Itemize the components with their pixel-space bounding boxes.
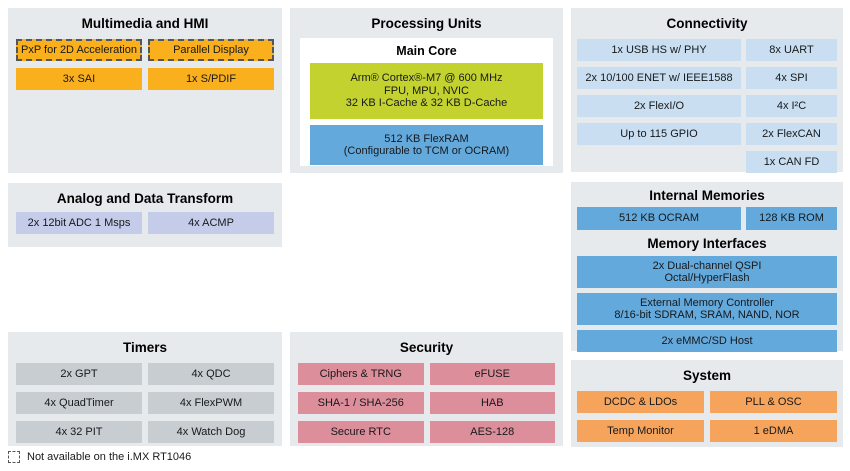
multimedia-grid: PxP for 2D Acceleration Parallel Display… — [16, 39, 274, 90]
feature-block-gpio: Up to 115 GPIO — [577, 123, 741, 145]
feature-block-quadtimer: 4x QuadTimer — [16, 392, 142, 414]
panel-multimedia-hmi: Multimedia and HMI PxP for 2D Accelerati… — [8, 8, 282, 173]
feature-block-pit: 4x 32 PIT — [16, 421, 142, 443]
feature-block-hab: HAB — [429, 392, 555, 414]
feature-block-uart: 8x UART — [746, 39, 837, 61]
feature-block-flexram: 512 KB FlexRAM (Configurable to TCM or O… — [310, 125, 543, 165]
feature-block-canfd: 1x CAN FD — [746, 151, 837, 173]
footnote-text: Not available on the i.MX RT1046 — [27, 451, 192, 463]
feature-block-flexcan: 2x FlexCAN — [746, 123, 837, 145]
internal-memories-grid: 512 KB OCRAM 128 KB ROM — [577, 207, 837, 230]
security-grid: Ciphers & TRNG eFUSE SHA-1 / SHA-256 HAB… — [298, 363, 555, 443]
feature-block-i2c: 4x I²C — [746, 95, 837, 117]
feature-block-edma: 1 eDMA — [710, 420, 837, 442]
panel-memories: Internal Memories 512 KB OCRAM 128 KB RO… — [571, 182, 843, 352]
feature-block-spi: 4x SPI — [746, 67, 837, 89]
panel-title-security: Security — [399, 340, 454, 355]
feature-block-temp-monitor: Temp Monitor — [577, 420, 704, 442]
panel-analog-data-transform: Analog and Data Transform 2x 12bit ADC 1… — [8, 183, 282, 247]
feature-block-parallel-display: Parallel Display — [148, 39, 274, 61]
panel-title-timers: Timers — [122, 340, 168, 355]
feature-block-adc: 2x 12bit ADC 1 Msps — [16, 212, 142, 234]
feature-block-external-memory-controller: External Memory Controller 8/16-bit SDRA… — [577, 293, 837, 325]
dashed-legend-icon — [8, 451, 20, 463]
feature-block-ciphers-trng: Ciphers & TRNG — [298, 363, 424, 385]
feature-block-emmc-sd: 2x eMMC/SD Host — [577, 330, 837, 352]
panel-connectivity: Connectivity 1x USB HS w/ PHY 8x UART 2x… — [571, 8, 843, 173]
panel-system: System DCDC & LDOs PLL & OSC Temp Monito… — [571, 360, 843, 447]
system-grid: DCDC & LDOs PLL & OSC Temp Monitor 1 eDM… — [577, 391, 837, 442]
feature-block-watchdog: 4x Watch Dog — [148, 421, 274, 443]
feature-block-sha: SHA-1 / SHA-256 — [298, 392, 424, 414]
feature-block-rom: 128 KB ROM — [746, 207, 837, 230]
memory-interfaces-stack: 2x Dual-channel QSPI Octal/HyperFlash Ex… — [577, 256, 837, 352]
feature-block-cortex-m7: Arm® Cortex®-M7 @ 600 MHz FPU, MPU, NVIC… — [310, 63, 543, 119]
panel-title-connectivity: Connectivity — [666, 16, 748, 31]
connectivity-grid: 1x USB HS w/ PHY 8x UART 2x 10/100 ENET … — [577, 39, 837, 173]
feature-block-qdc: 4x QDC — [148, 363, 274, 385]
panel-timers: Timers 2x GPT 4x QDC 4x QuadTimer 4x Fle… — [8, 332, 282, 446]
feature-block-efuse: eFUSE — [429, 363, 555, 385]
analog-grid: 2x 12bit ADC 1 Msps 4x ACMP — [16, 212, 274, 234]
feature-block-enet: 2x 10/100 ENET w/ IEEE1588 — [577, 67, 741, 89]
feature-block-spdif: 1x S/PDIF — [148, 68, 274, 90]
timers-grid: 2x GPT 4x QDC 4x QuadTimer 4x FlexPWM 4x… — [16, 363, 274, 443]
feature-block-pll-osc: PLL & OSC — [710, 391, 837, 413]
main-core-box: Main Core Arm® Cortex®-M7 @ 600 MHz FPU,… — [300, 38, 553, 166]
feature-block-gpt: 2x GPT — [16, 363, 142, 385]
feature-block-usb: 1x USB HS w/ PHY — [577, 39, 741, 61]
feature-block-pxp: PxP for 2D Acceleration — [16, 39, 142, 61]
feature-block-aes: AES-128 — [429, 421, 555, 443]
feature-block-flexio: 2x FlexI/O — [577, 95, 741, 117]
panel-processing-units: Processing Units Main Core Arm® Cortex®-… — [290, 8, 563, 173]
panel-title-analog: Analog and Data Transform — [56, 191, 234, 206]
feature-block-ocram: 512 KB OCRAM — [577, 207, 741, 230]
feature-block-acmp: 4x ACMP — [148, 212, 274, 234]
panel-title-system: System — [682, 368, 732, 383]
legend-footnote: Not available on the i.MX RT1046 — [8, 451, 191, 463]
feature-block-secure-rtc: Secure RTC — [298, 421, 424, 443]
panel-title-internal-memories: Internal Memories — [649, 188, 765, 203]
feature-block-qspi: 2x Dual-channel QSPI Octal/HyperFlash — [577, 256, 837, 288]
panel-title-processing-units: Processing Units — [371, 16, 482, 31]
panel-title-memory-interfaces: Memory Interfaces — [647, 236, 767, 251]
feature-block-sai: 3x SAI — [16, 68, 142, 90]
feature-block-flexpwm: 4x FlexPWM — [148, 392, 274, 414]
main-core-title: Main Core — [396, 44, 457, 58]
panel-security: Security Ciphers & TRNG eFUSE SHA-1 / SH… — [290, 332, 563, 446]
panel-title-multimedia-hmi: Multimedia and HMI — [81, 16, 209, 31]
feature-block-dcdc-ldo: DCDC & LDOs — [577, 391, 704, 413]
memories-content: 512 KB OCRAM 128 KB ROM Memory Interface… — [577, 207, 837, 352]
